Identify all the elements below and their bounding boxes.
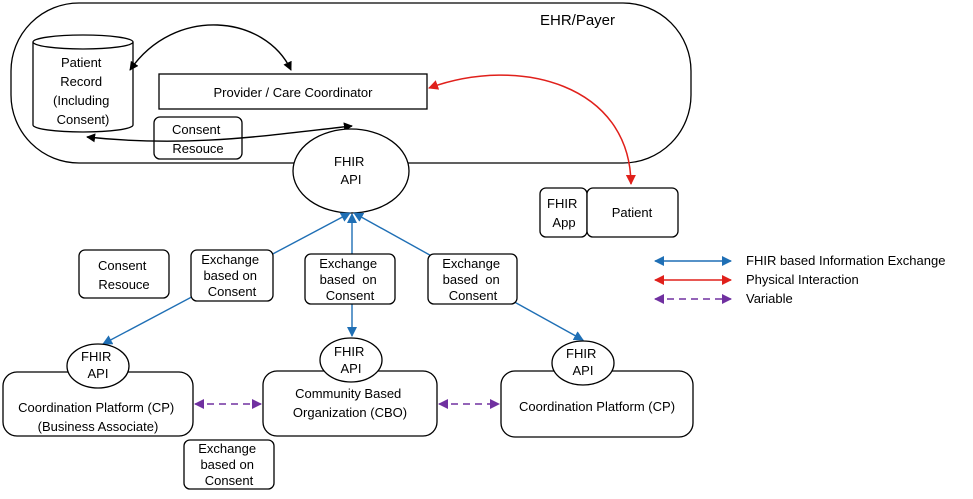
exchange-bottom-box [183, 439, 275, 490]
patient-node: Patient [586, 187, 679, 238]
exchange-right: Exchange based on Consent [427, 253, 518, 305]
cbo-label: Community Based Organization (CBO) [293, 386, 407, 420]
exchange-right-box [427, 253, 518, 305]
exchange-left-box [190, 249, 274, 302]
exchange-bottom-label: Exchange based on Consent [198, 441, 259, 488]
exchange-mid-box [304, 253, 396, 305]
legend-variable-label: Variable [746, 291, 793, 306]
cp-left-label: Coordination Platform (CP) (Business Ass… [18, 400, 178, 434]
legend-fhir-label: FHIR based Information Exchange [746, 253, 945, 268]
exchange-mid-label: Exchange based on Consent [319, 256, 380, 303]
fhir-api-main: FHIR API [292, 128, 410, 214]
physical-interaction-arrow [428, 74, 636, 185]
fhir-app: FHIR App [539, 187, 588, 238]
coordination-platform-right: Coordination Platform (CP) FHIR API [500, 340, 694, 438]
cp-right-fhir-api-ellipse [551, 340, 615, 386]
coordination-platform-left: Coordination Platform (CP) (Business Ass… [2, 343, 194, 437]
patient-record-database: Patient Record (Including Consent) [32, 34, 134, 133]
legend-physical-label: Physical Interaction [746, 272, 859, 287]
consent-resource-bottom-label: Consent Resouce [98, 258, 150, 292]
patient-box [586, 187, 679, 238]
fhir-api-main-label: FHIR API [334, 154, 368, 187]
record-provider-arrow [129, 24, 292, 71]
cbo-fhir-api-ellipse [319, 337, 383, 383]
provider-box [158, 73, 428, 110]
consent-resource-bottom: Consent Resouce [78, 249, 170, 299]
exchange-left-label: Exchange based on Consent [201, 252, 262, 299]
cp-left-fhir-api-label: FHIR API [81, 349, 115, 381]
cp-right-label: Coordination Platform (CP) [519, 399, 675, 414]
provider-care-coordinator-box: Provider / Care Coordinator [158, 73, 428, 110]
provider-label: Provider / Care Coordinator [214, 85, 374, 100]
exchange-right-label: Exchange based on Consent [442, 256, 503, 303]
fhir-api-main-ellipse [292, 128, 410, 214]
cp-left-fhir-api-ellipse [66, 343, 130, 389]
exchange-mid: Exchange based on Consent [304, 253, 396, 305]
consent-resource-top: Consent Resouce [153, 116, 243, 160]
cp-right-fhir-api-label: FHIR API [566, 346, 600, 378]
legend: FHIR based Information Exchange Physical… [654, 253, 945, 306]
exchange-bottom: Exchange based on Consent [183, 439, 275, 490]
ehr-payer-label: EHR/Payer [540, 12, 615, 29]
exchange-left: Exchange based on Consent [190, 249, 274, 302]
database-top [32, 34, 134, 50]
community-based-organization: Community Based Organization (CBO) FHIR … [262, 337, 438, 437]
consent-resource-bottom-box [78, 249, 170, 299]
record-api-arrow [86, 122, 353, 143]
patient-label: Patient [612, 205, 653, 220]
cbo-fhir-api-label: FHIR API [334, 344, 368, 376]
